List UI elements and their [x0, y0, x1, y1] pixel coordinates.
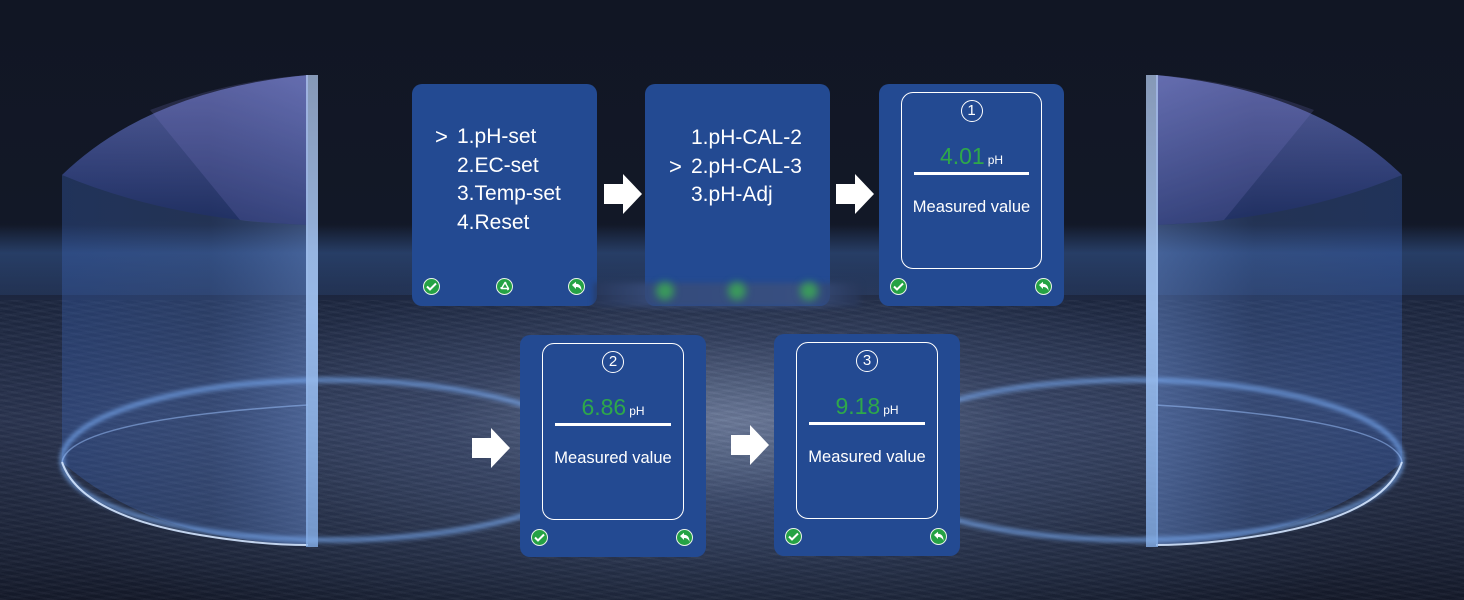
confirm-button[interactable]: [785, 528, 802, 545]
ph-value: 4.01: [939, 143, 985, 169]
back-return-icon: [1038, 281, 1048, 291]
check-icon: [426, 282, 437, 291]
menu-item-temp-set[interactable]: 3.Temp-set: [457, 182, 561, 205]
arrow-right-icon: [836, 174, 874, 214]
measured-value-label: Measured value: [554, 449, 672, 467]
confirm-button[interactable]: [531, 529, 548, 546]
back-return-icon: [679, 532, 689, 542]
menu-item-ph-cal-3[interactable]: > 2.pH-CAL-3: [669, 153, 802, 182]
main-menu-list: > 1.pH-set 2.EC-set 3.Temp-set 4.Reset: [435, 123, 561, 237]
ph-unit: pH: [987, 153, 1004, 167]
divider: [914, 172, 1029, 175]
arrow-right-icon: [604, 174, 642, 214]
measured-value-label: Measured value: [912, 198, 1031, 216]
arrow-right-icon: [731, 425, 769, 465]
recycle-button[interactable]: [496, 278, 513, 295]
arrow-right-icon: [472, 428, 510, 468]
ph-menu-screen: 1.pH-CAL-2 > 2.pH-CAL-3 3.pH-Adj: [645, 84, 830, 306]
ph-value: 6.86: [581, 394, 627, 420]
menu-item-reset[interactable]: 4.Reset: [457, 210, 530, 234]
main-menu-screen: > 1.pH-set 2.EC-set 3.Temp-set 4.Reset: [412, 84, 597, 306]
ph-unit: pH: [629, 404, 645, 418]
menu-item-ec-set[interactable]: 2.EC-set: [457, 153, 539, 177]
check-icon: [893, 282, 904, 291]
ph-unit: pH: [883, 403, 899, 417]
recycle-icon: [499, 281, 509, 291]
blurred-button-bar: [594, 283, 860, 307]
menu-item-ph-cal-2[interactable]: 1.pH-CAL-2: [691, 126, 802, 149]
measured-value-label: Measured value: [808, 448, 926, 466]
ph-menu-list: 1.pH-CAL-2 > 2.pH-CAL-3 3.pH-Adj: [669, 124, 802, 210]
menu-item-ph-set[interactable]: > 1.pH-set: [435, 123, 561, 152]
confirm-button[interactable]: [890, 278, 907, 295]
recycle-button-blurred[interactable]: [728, 282, 746, 300]
check-icon: [788, 532, 799, 541]
back-button[interactable]: [1035, 278, 1052, 295]
selection-cursor-icon: >: [435, 124, 448, 149]
check-icon: [534, 533, 545, 542]
confirm-button-blurred[interactable]: [656, 282, 674, 300]
back-button[interactable]: [568, 278, 585, 295]
selection-cursor-icon: >: [669, 153, 682, 179]
back-button-blurred[interactable]: [800, 282, 818, 300]
confirm-button[interactable]: [423, 278, 440, 295]
step-number-badge: 1: [960, 100, 983, 122]
divider: [555, 423, 671, 426]
back-button[interactable]: [930, 528, 947, 545]
menu-item-ph-adj[interactable]: 3.pH-Adj: [691, 183, 773, 206]
step-number-badge: 3: [856, 350, 878, 372]
ph-value: 9.18: [835, 393, 881, 419]
back-return-icon: [571, 281, 581, 291]
divider: [809, 422, 925, 425]
back-return-icon: [933, 531, 943, 541]
step-number-badge: 2: [602, 351, 624, 373]
back-button[interactable]: [676, 529, 693, 546]
